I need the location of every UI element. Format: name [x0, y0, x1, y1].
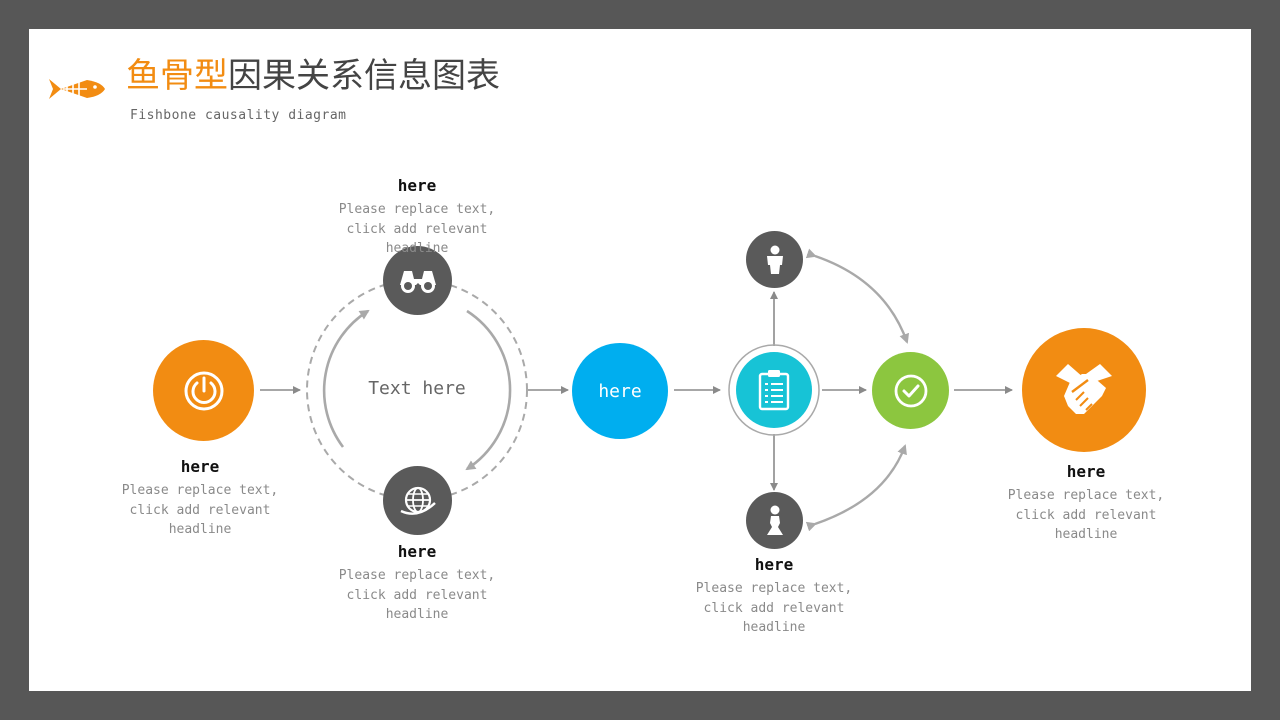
text-block-heading: here — [1066, 462, 1106, 481]
curve-top — [805, 248, 910, 344]
binoculars-node — [383, 246, 452, 315]
text-block-bottom: here Please replace text, click add rele… — [322, 542, 512, 625]
text-block-description: Please replace text, click add relevant … — [695, 581, 853, 635]
text-block-description: Please replace text, click add relevant … — [1007, 488, 1165, 542]
power-icon — [184, 371, 223, 410]
blue-node-label: here — [598, 380, 642, 402]
page-subtitle: Fishbone causality diagram — [130, 108, 347, 123]
person-icon — [766, 245, 783, 274]
text-block-heading: here — [397, 542, 437, 561]
person-bottom-node — [746, 492, 803, 549]
handshake-icon — [1056, 364, 1112, 414]
text-block-description: Please replace text, click add relevant … — [121, 483, 279, 537]
text-block-description: Please replace text, click add relevant … — [338, 568, 496, 622]
text-block-description: Please replace text, click add relevant … — [338, 202, 496, 256]
text-block-heading: here — [754, 555, 794, 574]
title-highlight: 鱼骨型 — [126, 56, 228, 96]
curve-bottom — [805, 444, 907, 532]
globe-node — [383, 466, 452, 535]
clipboard-icon — [758, 370, 790, 411]
check-node — [872, 352, 949, 429]
clipboard-ring — [728, 344, 820, 436]
clipboard-node — [736, 352, 812, 428]
check-icon — [894, 374, 927, 407]
handshake-node — [1022, 328, 1146, 452]
text-block-heading: here — [397, 176, 437, 195]
fish-icon — [49, 79, 105, 99]
binoculars-icon — [399, 270, 436, 293]
cycle-arc-right — [465, 309, 512, 471]
cycle-arc-left — [322, 309, 370, 448]
title-rest: 因果关系信息图表 — [228, 56, 500, 96]
person-female-icon — [766, 505, 783, 535]
person-top-node — [746, 231, 803, 288]
text-block-right: here Please replace text, click add rele… — [991, 462, 1181, 545]
text-block-middle-bottom: here Please replace text, click add rele… — [679, 555, 869, 638]
globe-icon — [399, 486, 436, 515]
power-node — [153, 340, 254, 441]
text-block-left: here Please replace text, click add rele… — [105, 457, 295, 540]
text-block-top: here Please replace text, click add rele… — [322, 176, 512, 259]
text-block-heading: here — [180, 457, 220, 476]
blue-node: here — [572, 343, 668, 439]
cycle-center-text: Text here — [368, 378, 466, 399]
page-title: 鱼骨型因果关系信息图表 — [126, 55, 500, 97]
